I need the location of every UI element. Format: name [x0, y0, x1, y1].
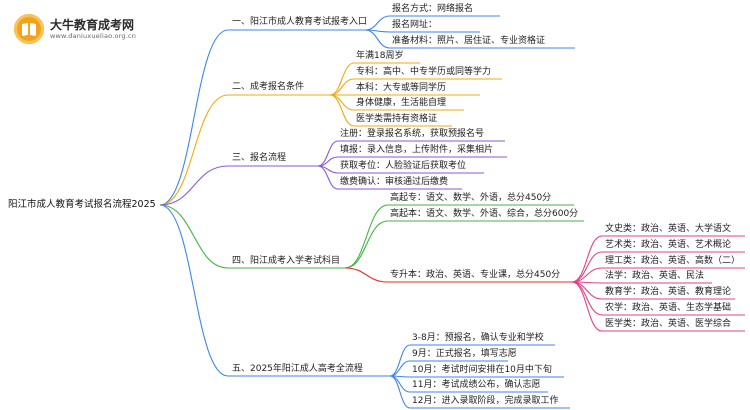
branch-4-sub-leaf-7: 医学类：政治、英语、医学综合	[605, 319, 732, 329]
branch-2-leaf-4-connector	[329, 94, 355, 111]
branch-5-leaf-5-connector	[389, 375, 411, 409]
branch-4-label: 四、阳江成考入学考试科目	[232, 256, 341, 266]
branch-5-leaf-1: 3-8月：预报名，确认专业和学校	[412, 333, 544, 343]
branch-5-leaf-5: 12月：进入录取阶段，完成录取工作	[412, 396, 559, 406]
logo-title: 大牛教育成考网	[50, 17, 135, 32]
branch-2-label: 二、成考报名条件	[232, 82, 305, 92]
branch-2-leaf-5-connector	[329, 94, 355, 127]
branch-5-leaf-3: 10月：考试时间安排在10月中下旬	[412, 365, 552, 375]
branch-5-connector	[159, 204, 229, 377]
branch-3-connector	[159, 165, 229, 206]
branch-3-leaf-1-connector	[317, 140, 339, 167]
branch-4-leaf-2: 高起本：语文、数学、外语、综合，总分600分	[390, 209, 579, 219]
branch-2-connector	[159, 94, 229, 206]
branch-1-label: 一、阳江市成人教育考试报考入口	[232, 17, 368, 27]
branch-5-leaf-2: 9月：正式报名，填写志愿	[412, 349, 517, 359]
branch-4-connector	[159, 204, 229, 269]
branch-2-leaf-1-connector	[329, 62, 355, 96]
branch-3-label: 三、报名流程	[232, 153, 287, 163]
branch-4-sub-leaf-1: 文史类：政治、英语、大学语文	[605, 224, 732, 234]
branch-4-leaf-1-connector	[344, 204, 389, 269]
branch-1-connector	[159, 29, 229, 206]
branch-2-leaf-2-connector	[329, 78, 355, 96]
branch-4-sub-leaf-4: 法学：政治、英语、民法	[605, 271, 705, 281]
branch-4-leaf-2-connector	[344, 220, 389, 269]
branch-1-leaf-2: 报名网址：	[392, 20, 438, 30]
book-icon	[14, 14, 44, 44]
branch-2-leaf-4: 身体健康，生活能自理	[356, 98, 447, 108]
branch-4-sub-leaf-6: 农学：政治、英语、生态学基础	[605, 303, 732, 313]
branch-3-leaf-4-connector	[317, 165, 339, 190]
branch-2-leaf-5: 医学类需持有资格证	[356, 114, 438, 124]
branch-5-leaf-2-connector	[389, 360, 411, 377]
branch-4-sub-connector	[344, 267, 389, 283]
branch-3-leaf-3: 获取考位：人脸验证后获取考位	[340, 161, 467, 171]
branch-5-leaf-1-connector	[389, 344, 411, 377]
branch-1-leaf-1: 报名方式：网络报名	[392, 4, 474, 14]
branch-4-sub-label: 专升本：政治、英语、专业课，总分450分	[390, 270, 561, 280]
branch-1-leaf-3-connector	[364, 29, 391, 49]
branch-2-leaf-2: 专科：高中、中专学历或同等学力	[356, 67, 492, 77]
branch-4-sub-leaf-3: 理工类：政治、英语、高数（二）	[605, 256, 741, 266]
branch-3-leaf-4: 缴费确认：审核通过后缴费	[340, 177, 449, 187]
branch-3-leaf-2: 填报：录入信息，上传附件，采集相片	[340, 145, 494, 155]
branch-4-sub-leaf-7-connector	[571, 281, 603, 332]
branch-4-sub-leaf-2-connector	[571, 251, 603, 283]
branch-4-sub-leaf-5-connector	[571, 281, 603, 300]
branch-5-leaf-4-connector	[389, 375, 411, 393]
branch-4-leaf-1: 高起专：语文、数学、外语，总分450分	[390, 193, 552, 203]
site-logo[interactable]: 大牛教育成考网 www.daniuxueliao.org.cn	[14, 14, 136, 44]
branch-1-leaf-1-connector	[364, 15, 391, 31]
root-topic: 阳江市成人教育考试报名流程2025	[8, 199, 156, 210]
branch-4-sub-leaf-2: 艺术类：政治、英语、艺术概论	[605, 240, 732, 250]
branch-4-sub-leaf-5: 教育学：政治、英语、教育理论	[605, 287, 732, 297]
branch-3-leaf-1: 注册：登录报名系统，获取预报名号	[340, 129, 485, 139]
branch-5-label: 五、2025年阳江成人高考全流程	[232, 364, 363, 374]
branch-2-leaf-3: 本科：大专或等同学历	[356, 83, 447, 93]
branch-2-leaf-1: 年满18周岁	[356, 51, 404, 61]
branch-5-leaf-4: 11月：考试成绩公布，确认志愿	[412, 380, 541, 390]
branch-1-leaf-3: 准备材料：照片、居住证、专业资格证	[392, 36, 546, 46]
logo-url: www.daniuxueliao.org.cn	[50, 31, 137, 40]
